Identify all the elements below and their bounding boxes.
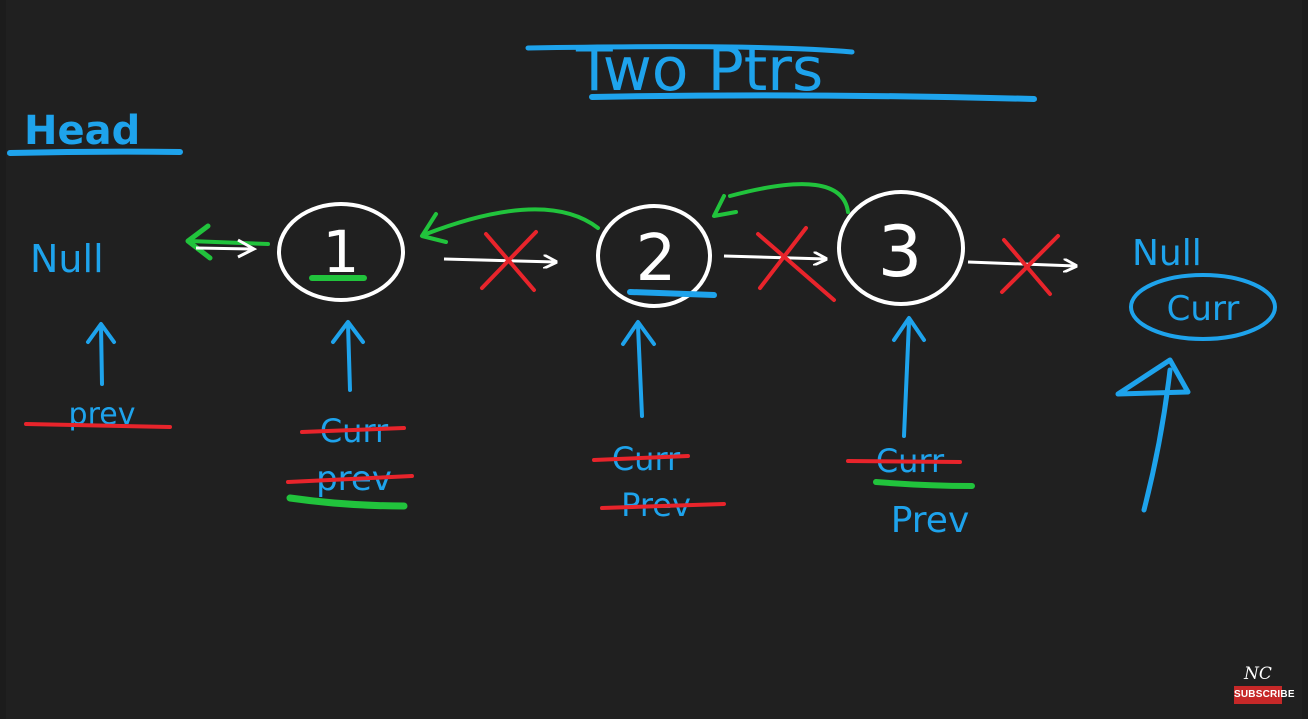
subscribe-button[interactable]: SUBSCRIBE [1234, 686, 1295, 704]
reversed-link-arrow-3-2 [728, 182, 850, 214]
linked-list-diagram: Two Ptrs Head Null 1 2 3 Null Curr [7, 35, 1277, 541]
node-3-value: 3 [878, 211, 923, 293]
reversed-link-arrow-null [187, 239, 270, 246]
channel-watermark: NC SUBSCRIBE [1234, 664, 1295, 704]
prev-label-node-3: Prev [891, 500, 970, 541]
strike-prev-null [24, 422, 172, 429]
nc-logo: NC [1244, 664, 1272, 684]
cross-mark-1 [480, 230, 538, 292]
node-2-circle [596, 204, 712, 308]
strike-prev-node-2 [600, 502, 726, 510]
pointer-arrow-null [86, 322, 116, 386]
node-2-value: 2 [636, 222, 677, 296]
null-right-label: Null [1132, 233, 1202, 274]
white-arrow-null [195, 246, 253, 251]
forward-arrow-1-2 [443, 259, 556, 262]
underline-prev-node-1 [286, 494, 408, 510]
head-underline [7, 148, 183, 156]
pointer-arrow-node-2 [621, 320, 656, 418]
curr-final-label: Curr [1167, 289, 1240, 329]
underline-curr-node-3 [873, 479, 975, 489]
white-arrowhead-null [237, 238, 258, 259]
whiteboard-canvas: Two Ptrs Head Null 1 2 3 Null Curr [6, 0, 1302, 719]
reversed-link-arrow-2-1 [424, 207, 600, 236]
reversed-link-arrowhead-2-1 [420, 212, 448, 244]
node-1-circle [277, 202, 405, 302]
head-label: Head [24, 108, 140, 154]
pointer-arrow-node-3 [892, 316, 926, 438]
forward-arrow-2-3 [723, 256, 826, 259]
reversed-link-arrowhead-3-2 [712, 194, 738, 218]
title-underline-lower [589, 92, 1037, 102]
strike-curr-node-1 [300, 426, 406, 434]
cross-mark-3 [1000, 234, 1060, 296]
reversed-link-arrowhead-null [185, 223, 213, 261]
curr-final-oval [1129, 273, 1277, 341]
node-1-value: 1 [323, 218, 360, 286]
node-3-circle [837, 190, 965, 306]
pointer-arrow-node-1 [331, 320, 365, 392]
strike-curr-node-2 [592, 454, 690, 462]
node-2-underline [627, 289, 717, 298]
null-left-label: Null [30, 237, 104, 281]
pointer-arrow-final [1115, 357, 1191, 513]
strike-prev-node-1 [286, 474, 414, 484]
cross-mark-2 [756, 226, 836, 302]
title-underline [525, 44, 855, 55]
strike-curr-node-3 [846, 459, 962, 464]
